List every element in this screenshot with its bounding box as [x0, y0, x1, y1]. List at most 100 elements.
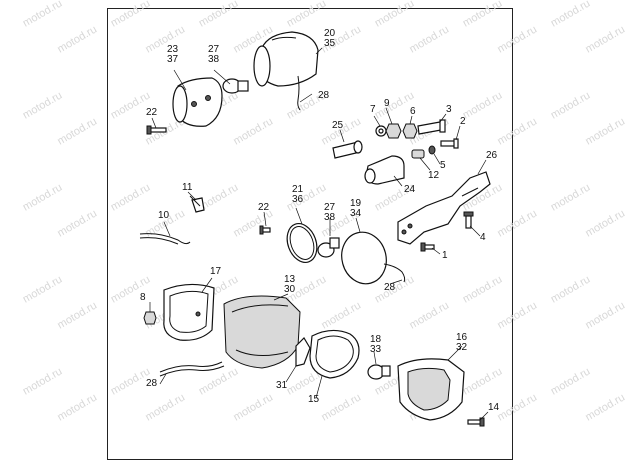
callout-35: 35	[324, 38, 336, 49]
watermark-text: motod.ru	[109, 273, 153, 305]
callout-28: 28	[146, 378, 158, 389]
upper-lamp-lens-23	[172, 77, 223, 127]
upper-lamp-housing-20	[253, 31, 319, 111]
watermark-text: motod.ru	[109, 0, 153, 30]
watermark-text: motod.ru	[21, 181, 65, 213]
clip-11	[189, 195, 205, 213]
callout-27: 27	[208, 44, 220, 55]
screw-14	[467, 417, 485, 427]
callout-13: 13	[284, 274, 296, 285]
callout-22: 22	[146, 107, 158, 118]
watermark-text: motod.ru	[21, 273, 65, 305]
washer-7	[375, 125, 387, 137]
nut-9	[385, 123, 402, 139]
callout-4: 4	[480, 232, 486, 243]
watermark-text: motod.ru	[583, 207, 625, 239]
watermark-text: motod.ru	[143, 23, 187, 55]
callout-17: 17	[210, 266, 222, 277]
mounting-bracket-26	[397, 171, 491, 245]
watermark-text: motod.ru	[231, 115, 275, 147]
callout-32: 32	[456, 342, 468, 353]
callout-9: 9	[384, 98, 390, 109]
leader-lines	[149, 47, 489, 421]
callout-8: 8	[140, 292, 146, 303]
watermark-text: motod.ru	[461, 273, 505, 305]
watermark-text: motod.ru	[285, 0, 329, 30]
screw-4	[463, 211, 474, 229]
lens-16	[397, 358, 465, 421]
watermark-text: motod.ru	[461, 89, 505, 121]
callout-37: 37	[167, 54, 179, 65]
watermark-text: motod.ru	[495, 391, 539, 423]
watermark-text: motod.ru	[583, 23, 625, 55]
watermark-text: motod.ru	[373, 0, 417, 30]
callout-28: 28	[318, 90, 330, 101]
middle-bulb-27	[317, 237, 340, 258]
lamp-housing-13	[223, 295, 301, 369]
callout-23: 23	[167, 44, 179, 55]
gasket-15	[309, 329, 360, 379]
wire-harness-10	[139, 233, 191, 245]
watermark-text: motod.ru	[231, 391, 275, 423]
callout-22: 22	[258, 202, 270, 213]
callout-11: 11	[182, 182, 193, 193]
watermark-text: motod.ru	[407, 23, 451, 55]
bolt-3	[417, 119, 446, 135]
lower-bulb-18	[367, 364, 391, 380]
watermark-text: motod.ru	[583, 299, 625, 331]
watermark-text: motod.ru	[407, 299, 451, 331]
stud-25	[332, 140, 363, 159]
callout-24: 24	[404, 184, 416, 195]
callout-14: 14	[488, 402, 500, 413]
callout-28: 28	[384, 282, 396, 293]
watermark-text: motod.ru	[549, 273, 593, 305]
callout-3: 3	[446, 104, 452, 115]
callout-21: 21	[292, 184, 304, 195]
watermark-text: motod.ru	[549, 181, 593, 213]
callout-1: 1	[442, 250, 448, 261]
watermark-text: motod.ru	[549, 365, 593, 397]
washer-5	[428, 145, 436, 155]
nut-8	[143, 311, 157, 325]
watermark-text: motod.ru	[495, 207, 539, 239]
middle-lens-19	[341, 231, 406, 285]
callout-38: 38	[208, 54, 220, 65]
callout-26: 26	[486, 150, 498, 161]
callout-19: 19	[350, 198, 362, 209]
watermark-text: motod.ru	[583, 115, 625, 147]
callout-34: 34	[350, 208, 362, 219]
callout-16: 16	[456, 332, 468, 343]
watermark-text: motod.ru	[55, 299, 99, 331]
callout-33: 33	[370, 344, 382, 355]
callout-36: 36	[292, 194, 304, 205]
callout-25: 25	[332, 120, 344, 131]
watermark-text: motod.ru	[495, 299, 539, 331]
watermark-text: motod.ru	[461, 0, 505, 30]
watermark-text: motod.ru	[319, 299, 363, 331]
watermark-text: motod.ru	[55, 207, 99, 239]
callout-10: 10	[158, 210, 170, 221]
watermark-text: motod.ru	[21, 365, 65, 397]
watermark-text: motod.ru	[55, 115, 99, 147]
callout-5: 5	[440, 160, 446, 171]
watermark-text: motod.ru	[495, 115, 539, 147]
watermark-text: motod.ru	[55, 391, 99, 423]
bracket-31	[295, 337, 311, 367]
watermark-text: motod.ru	[109, 181, 153, 213]
gasket-17	[163, 283, 215, 341]
spacer-12	[411, 149, 425, 159]
watermark-text: motod.ru	[319, 391, 363, 423]
callout-20: 20	[324, 28, 336, 39]
grommet-24	[364, 155, 405, 185]
watermark-text: motod.ru	[495, 23, 539, 55]
watermark-text: motod.ru	[55, 23, 99, 55]
callout-30: 30	[284, 284, 296, 295]
callout-6: 6	[410, 106, 416, 117]
callout-12: 12	[428, 170, 440, 181]
upper-lamp-bulb-27	[222, 78, 249, 94]
watermark-text: motod.ru	[197, 0, 241, 30]
wire-harness-28-bottom	[159, 361, 225, 377]
callout-38: 38	[324, 212, 336, 223]
